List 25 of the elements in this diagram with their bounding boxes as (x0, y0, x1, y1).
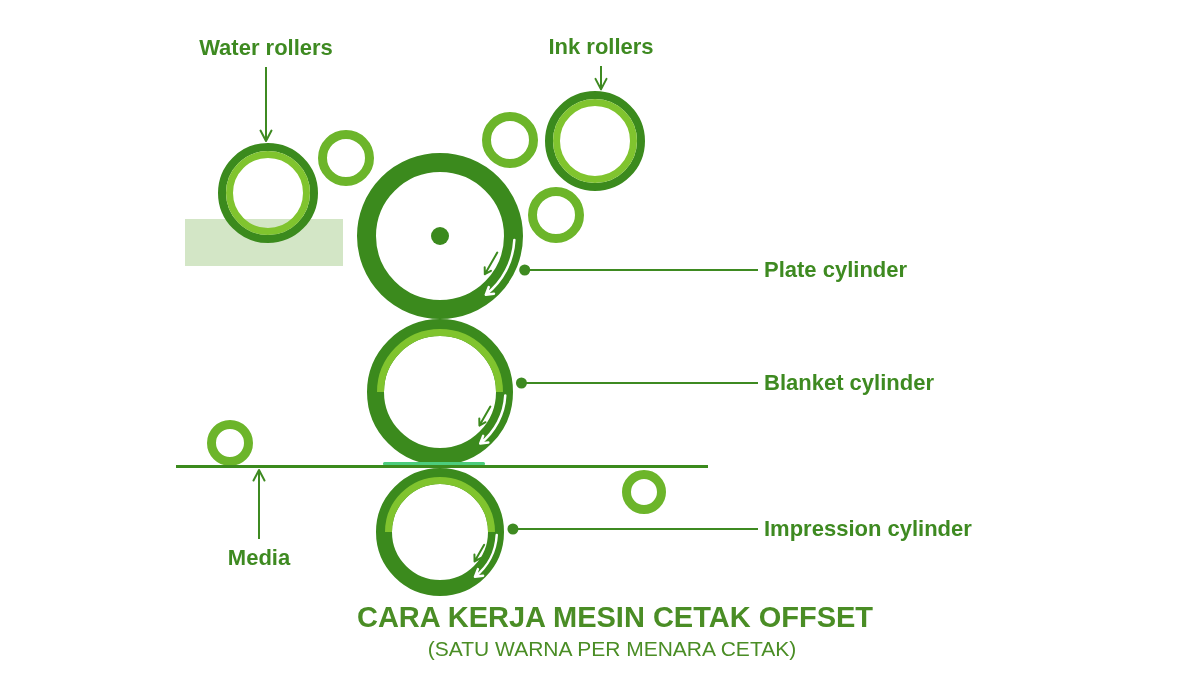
blanket-cylinder (367, 319, 513, 465)
arrow (252, 469, 266, 540)
roller (207, 420, 253, 466)
diagram-title: CARA KERJA MESIN CETAK OFFSET (356, 601, 874, 634)
part-label: Plate cylinder (764, 257, 908, 283)
leader-line (507, 523, 759, 535)
leader-line (515, 377, 759, 389)
leader-line (519, 264, 759, 276)
roller (318, 130, 374, 186)
media-line (176, 462, 708, 468)
water-roller (218, 143, 318, 243)
ink-roller (545, 91, 645, 191)
impression-cylinder (376, 468, 504, 596)
arrow (259, 66, 273, 143)
plate-cylinder (357, 153, 523, 319)
roller (528, 187, 584, 243)
part-label: Media (227, 545, 291, 571)
part-label: Impression cylinder (764, 516, 972, 542)
part-label: Water rollers (199, 35, 333, 61)
diagram-caption: (SATU WARNA PER MENARA CETAK) (427, 637, 797, 661)
part-label: Blanket cylinder (764, 370, 934, 396)
roller (482, 112, 538, 168)
part-label: Ink rollers (548, 34, 654, 60)
roller (622, 470, 666, 514)
arrow (594, 65, 608, 91)
